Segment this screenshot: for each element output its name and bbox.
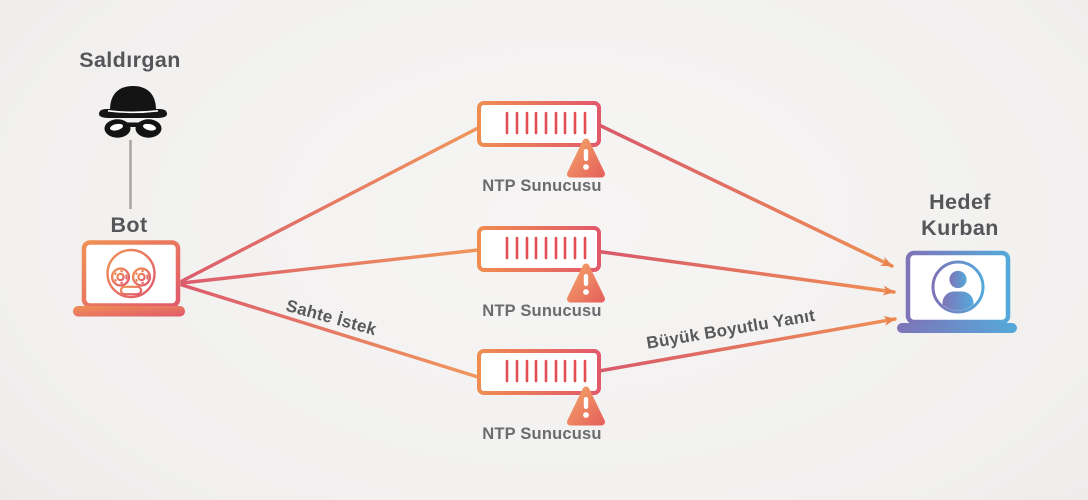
server-rack-icon xyxy=(477,101,605,178)
warning-triangle-icon xyxy=(567,386,605,426)
ntp-server-1: NTP Sunucusu xyxy=(477,100,607,195)
server-vent-bars xyxy=(505,111,587,135)
ntp-server-2: NTP Sunucusu xyxy=(477,225,607,320)
robot-face-icon xyxy=(106,248,156,299)
victim-label-line2: Kurban xyxy=(921,216,999,240)
ntp-server-label: NTP Sunucusu xyxy=(482,177,602,195)
ntp-server-label: NTP Sunucusu xyxy=(482,425,602,443)
bot-label: Bot xyxy=(110,213,148,237)
server-rack-icon xyxy=(477,226,605,303)
edge-bot-to-server-2 xyxy=(180,248,480,285)
victim-label: Hedef Kurban xyxy=(900,189,1020,241)
server-rack-icon xyxy=(477,349,605,426)
warning-triangle-icon xyxy=(567,263,605,303)
victim-laptop-icon xyxy=(897,250,1017,333)
edge-server-3-to-victim xyxy=(597,315,897,373)
spy-hat-mask-icon xyxy=(99,86,167,138)
edge-bot-to-server-3 xyxy=(180,283,480,379)
person-icon xyxy=(931,260,985,314)
ntp-server-3: NTP Sunucusu xyxy=(477,348,607,443)
warning-triangle-icon xyxy=(567,138,605,178)
bot-laptop-icon xyxy=(73,240,185,317)
server-vent-bars xyxy=(505,359,587,383)
ntp-server-label: NTP Sunucusu xyxy=(482,302,602,320)
attacker-label: Saldırgan xyxy=(79,48,181,72)
victim-label-line1: Hedef xyxy=(929,190,991,214)
edge-server-2-to-victim xyxy=(593,249,896,296)
edge-bot-to-server-1 xyxy=(180,126,480,283)
edge-server-1-to-victim xyxy=(595,122,894,268)
server-vent-bars xyxy=(505,236,587,260)
